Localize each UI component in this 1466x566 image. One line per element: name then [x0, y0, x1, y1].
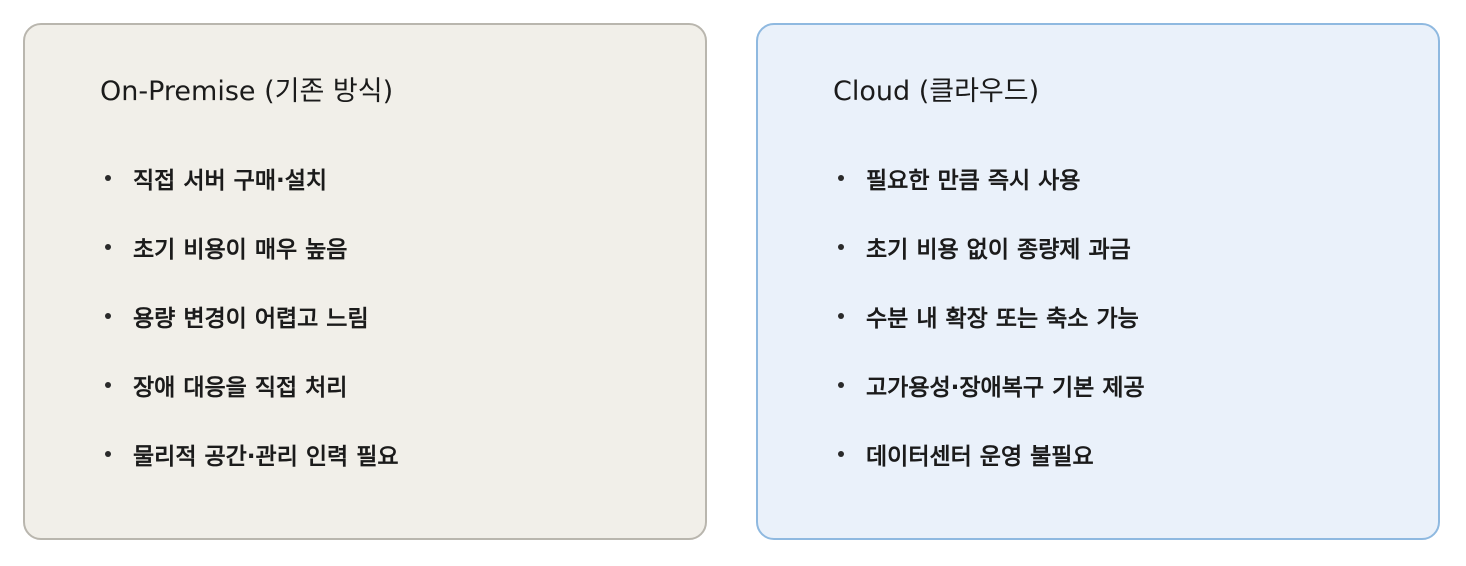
on-premise-title: On-Premise (기존 방식): [100, 76, 394, 107]
list-item: 직접 서버 구매·설치: [105, 143, 399, 212]
bullet-icon: [105, 312, 111, 319]
list-item: 용량 변경이 어렵고 느림: [105, 281, 399, 350]
bullet-icon: [105, 381, 111, 388]
bullet-icon: [838, 450, 844, 457]
list-item-text: 필요한 만큼 즉시 사용: [866, 167, 1081, 194]
list-item-text: 초기 비용이 매우 높음: [133, 236, 348, 263]
list-item-text: 수분 내 확장 또는 축소 가능: [866, 305, 1139, 332]
list-item: 필요한 만큼 즉시 사용: [838, 143, 1145, 212]
list-item-text: 물리적 공간·관리 인력 필요: [133, 443, 399, 470]
list-item: 고가용성·장애복구 기본 제공: [838, 350, 1145, 419]
bullet-icon: [105, 243, 111, 250]
list-item-text: 직접 서버 구매·설치: [133, 167, 328, 194]
bullet-icon: [838, 174, 844, 181]
list-item-text: 고가용성·장애복구 기본 제공: [866, 374, 1145, 401]
cloud-list: 필요한 만큼 즉시 사용 초기 비용 없이 종량제 과금 수분 내 확장 또는 …: [838, 143, 1145, 488]
list-item-text: 데이터센터 운영 불필요: [866, 443, 1094, 470]
bullet-icon: [105, 174, 111, 181]
list-item-text: 용량 변경이 어렵고 느림: [133, 305, 369, 332]
bullet-icon: [838, 243, 844, 250]
list-item: 초기 비용이 매우 높음: [105, 212, 399, 281]
list-item-text: 초기 비용 없이 종량제 과금: [866, 236, 1131, 263]
cloud-title: Cloud (클라우드): [833, 76, 1040, 107]
list-item: 초기 비용 없이 종량제 과금: [838, 212, 1145, 281]
list-item-text: 장애 대응을 직접 처리: [133, 374, 348, 401]
list-item: 장애 대응을 직접 처리: [105, 350, 399, 419]
list-item: 물리적 공간·관리 인력 필요: [105, 419, 399, 488]
on-premise-list: 직접 서버 구매·설치 초기 비용이 매우 높음 용량 변경이 어렵고 느림 장…: [105, 143, 399, 488]
bullet-icon: [838, 312, 844, 319]
on-premise-card: On-Premise (기존 방식) 직접 서버 구매·설치 초기 비용이 매우…: [23, 23, 707, 540]
bullet-icon: [838, 381, 844, 388]
bullet-icon: [105, 450, 111, 457]
list-item: 데이터센터 운영 불필요: [838, 419, 1145, 488]
cloud-card: Cloud (클라우드) 필요한 만큼 즉시 사용 초기 비용 없이 종량제 과…: [756, 23, 1440, 540]
list-item: 수분 내 확장 또는 축소 가능: [838, 281, 1145, 350]
